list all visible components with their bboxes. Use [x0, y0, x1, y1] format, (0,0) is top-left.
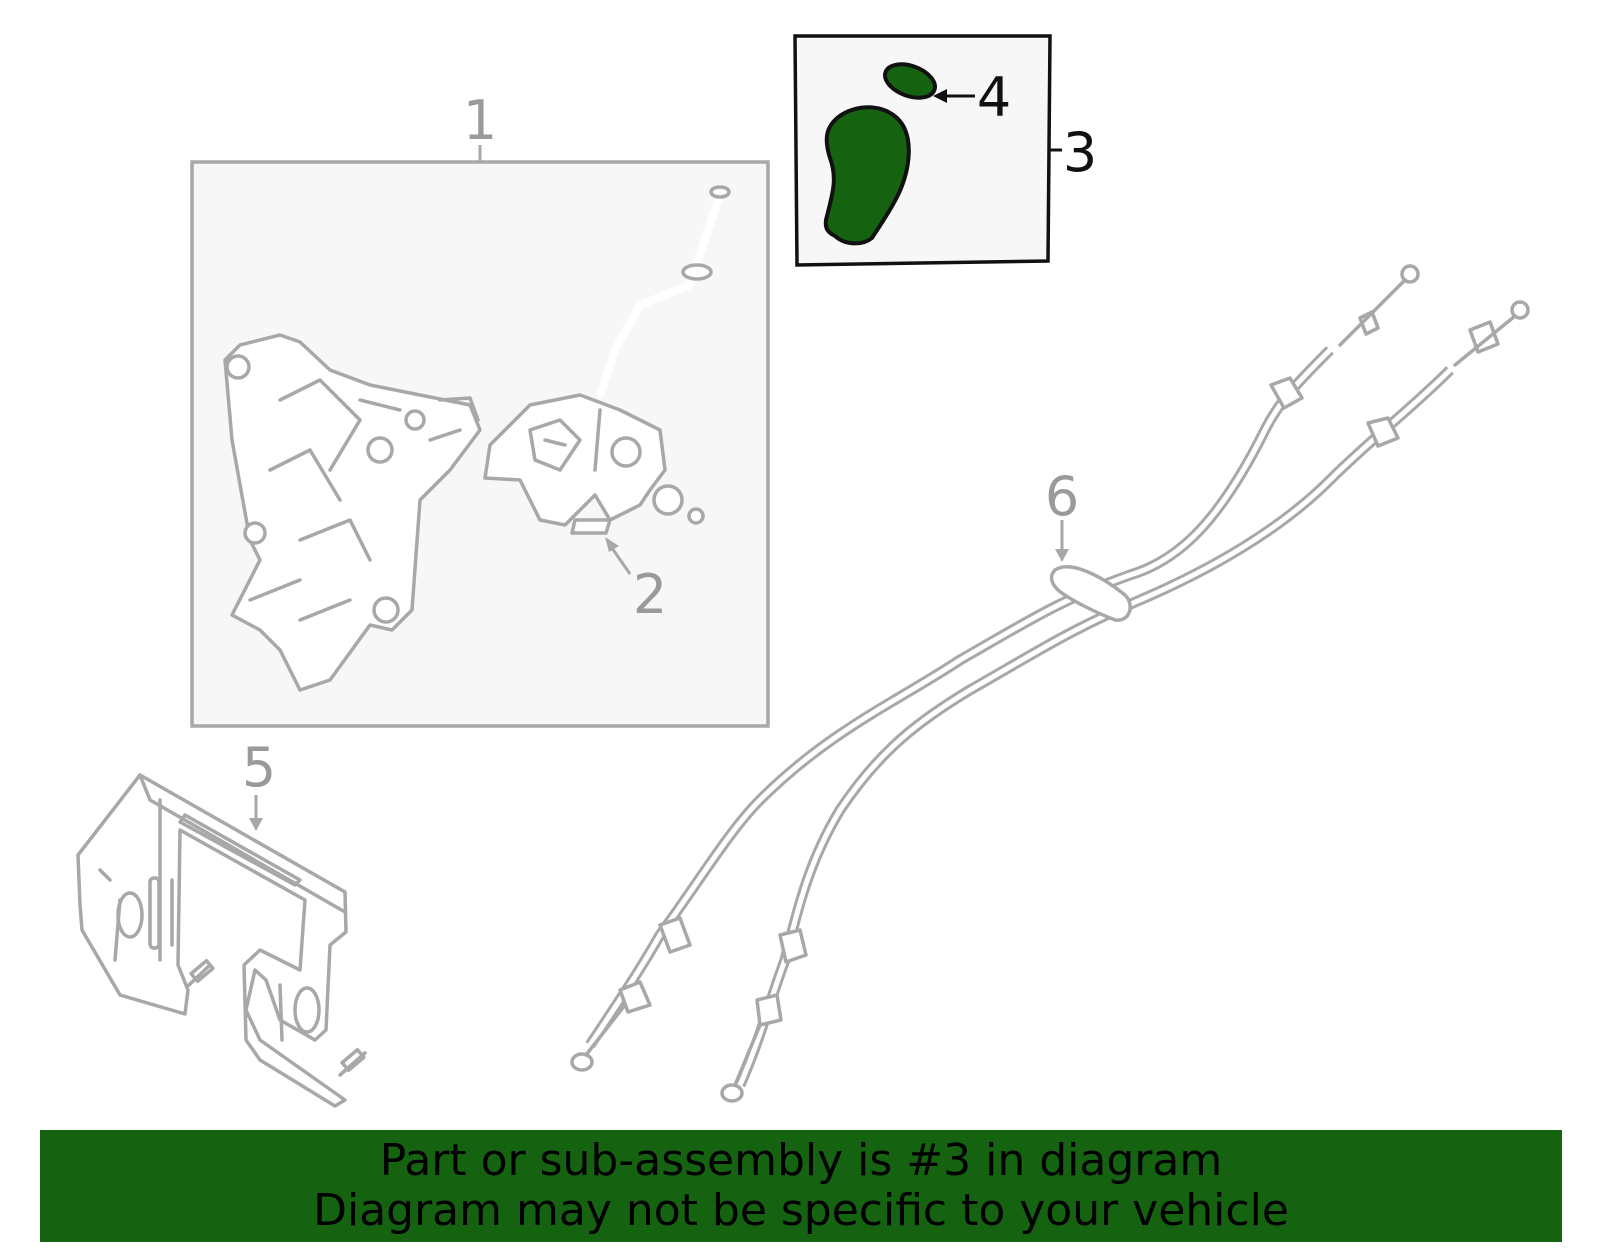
callout-1: 1 [463, 89, 497, 152]
knob-cap-highlight [883, 62, 937, 100]
banner-line-1: Part or sub-assembly is #3 in diagram [379, 1135, 1223, 1186]
callout-2: 2 [633, 563, 667, 626]
part-5-mounting-bracket[interactable] [76, 773, 367, 1108]
part-3-shift-knob-box[interactable] [793, 34, 1052, 267]
banner-line-2: Diagram may not be specific to your vehi… [313, 1185, 1289, 1236]
info-banner: Part or sub-assembly is #3 in diagram Di… [40, 1130, 1562, 1242]
callout-4-arrow [933, 89, 975, 103]
callout-4: 4 [977, 66, 1011, 129]
callout-5: 5 [242, 736, 276, 799]
callout-2-arrow [605, 537, 632, 575]
callout-3: 3 [1063, 121, 1097, 184]
callout-5-arrow [249, 795, 263, 831]
callout-6-arrow [1055, 520, 1069, 562]
shift-knob-highlight [823, 105, 911, 246]
part-6-shift-cables[interactable] [570, 264, 1530, 1103]
callout-6: 6 [1045, 465, 1079, 528]
part-1-shifter-assembly[interactable] [190, 145, 770, 728]
